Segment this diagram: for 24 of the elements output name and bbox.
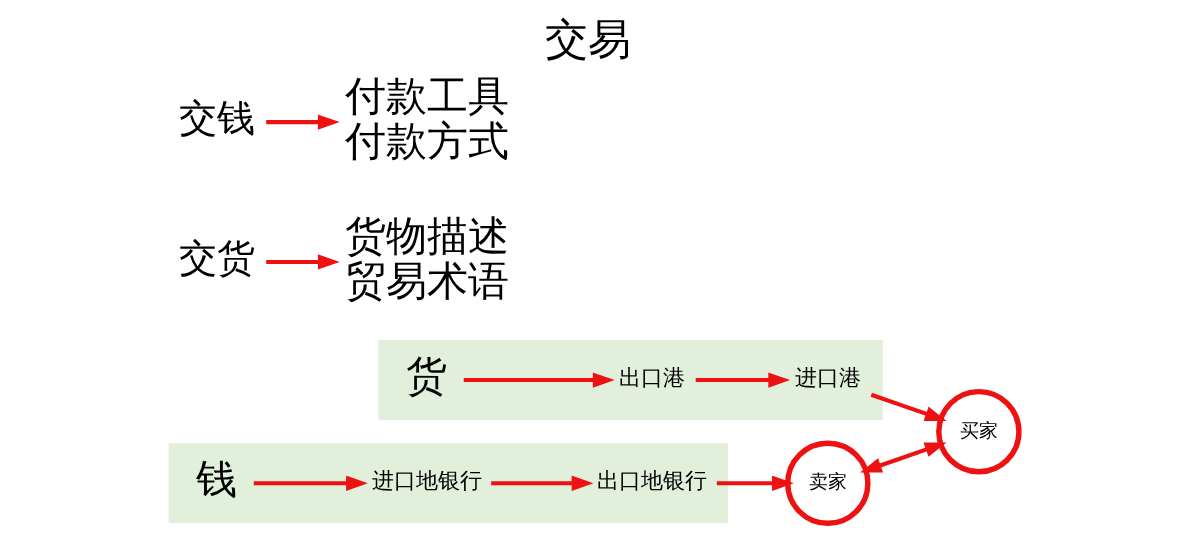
arrow bbox=[860, 442, 947, 473]
arrow bbox=[491, 475, 594, 491]
arrow bbox=[695, 372, 791, 388]
cluster bbox=[168, 443, 728, 524]
arrow bbox=[253, 475, 368, 491]
node-text: 付款工具 付款方式 bbox=[344, 71, 509, 165]
cluster bbox=[378, 340, 883, 421]
arrow bbox=[716, 475, 794, 491]
node-text: 钱 bbox=[196, 455, 238, 504]
node-text: 交钱 bbox=[178, 96, 255, 141]
node-text: 进口港 bbox=[794, 365, 861, 391]
node-text: 出口地银行 bbox=[596, 468, 707, 494]
arrow bbox=[870, 392, 947, 421]
node-text: 货 bbox=[406, 352, 448, 401]
node-circle: 卖家 bbox=[785, 440, 871, 527]
node-text: 交货 bbox=[178, 236, 255, 281]
arrow bbox=[463, 372, 615, 388]
node-circle: 买家 bbox=[936, 388, 1022, 475]
node-text: 出口港 bbox=[618, 365, 685, 391]
arrow bbox=[266, 254, 340, 270]
node-text: 进口地银行 bbox=[371, 468, 482, 494]
arrow bbox=[266, 114, 340, 130]
node-text: 货物描述 贸易术语 bbox=[344, 211, 509, 305]
diagram-title: 交易 bbox=[545, 13, 632, 64]
